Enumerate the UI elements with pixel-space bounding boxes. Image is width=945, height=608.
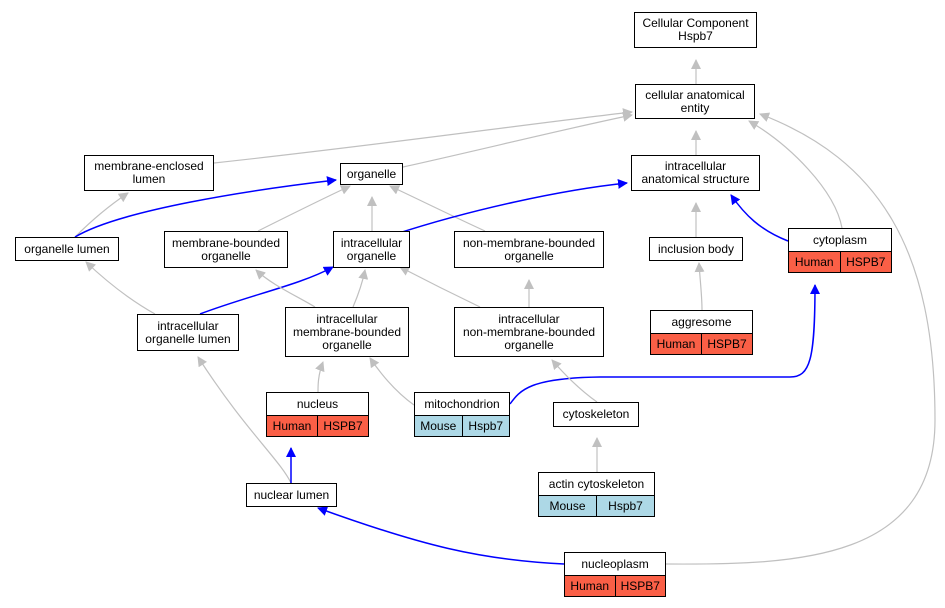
node-label: intracellular membrane-bounded organelle [292, 311, 402, 352]
annotation-row: Human HSPB7 [789, 251, 891, 272]
edge-imbo-to-mbo [255, 269, 316, 308]
node-label: intracellular non-membrane-bounded organ… [462, 311, 596, 352]
edge-nucleoplasm-to-nuclumen [317, 506, 565, 565]
node-cellular-anatomical-entity[interactable]: cellular anatomical entity [635, 84, 755, 119]
node-label: organelle lumen [24, 241, 110, 256]
node-label: membrane-bounded organelle [171, 235, 281, 263]
edge-nuclumen-to-iol [197, 356, 292, 484]
node-label: aggresome [671, 314, 732, 329]
species-cell: Human [656, 336, 696, 351]
edge-nucleus-to-imbo [315, 361, 325, 393]
gene-cell: Hspb7 [461, 416, 510, 436]
edge-orglumen-to-organelle [74, 176, 337, 238]
node-intracellular-non-membrane-bounded-organelle[interactable]: intracellular non-membrane-bounded organ… [454, 307, 604, 357]
edge-mito-to-cytoplasm [509, 284, 820, 405]
node-label: cytoskeleton [562, 407, 630, 421]
edge-cytoplasm-to-cae [748, 120, 843, 229]
node-label: intracellular organelle [340, 235, 403, 263]
node-nucleoplasm[interactable]: nucleoplasm Human HSPB7 [564, 552, 666, 597]
gene-cell: HSPB7 [614, 576, 666, 596]
node-mitochondrion[interactable]: mitochondrion Mouse Hspb7 [414, 392, 510, 437]
annotation-row: Mouse Hspb7 [539, 495, 654, 516]
node-intracellular-anatomical-structure[interactable]: intracellular anatomical structure [631, 155, 760, 191]
node-cytoskeleton[interactable]: cytoskeleton [553, 402, 639, 427]
node-membrane-bounded-organelle[interactable]: membrane-bounded organelle [164, 231, 288, 268]
node-label: intracellular organelle lumen [145, 318, 231, 346]
node-label: nuclear lumen [253, 487, 330, 502]
node-actin-cytoskeleton[interactable]: actin cytoskeleton Mouse Hspb7 [538, 472, 655, 517]
node-label: inclusion body [657, 241, 735, 256]
gene-cell: HSPB7 [317, 416, 368, 436]
edge-inmbo-to-io [399, 266, 481, 308]
node-label: nucleus [296, 396, 339, 411]
node-nuclear-lumen[interactable]: nuclear lumen [246, 483, 337, 507]
node-label: Cellular Component Hspb7 [642, 16, 749, 43]
edge-mel-to-cae [213, 108, 633, 164]
edge-cytoplasm-to-ias [730, 194, 789, 242]
node-inclusion-body[interactable]: inclusion body [649, 237, 743, 261]
gene-cell: HSPB7 [839, 252, 892, 272]
edge-iol-to-io [199, 266, 334, 315]
annotation-row: Mouse Hspb7 [415, 415, 509, 436]
node-label: membrane-enclosed lumen [94, 159, 204, 186]
node-label: non-membrane-bounded organelle [462, 235, 596, 263]
edge-orglumen-to-mel [74, 192, 129, 238]
annotation-row: Human HSPB7 [267, 415, 368, 436]
edge-mbo-to-organelle [257, 185, 351, 232]
annotation-row: Human HSPB7 [651, 333, 752, 354]
node-membrane-enclosed-lumen[interactable]: membrane-enclosed lumen [84, 155, 214, 191]
gene-cell: HSPB7 [701, 334, 752, 354]
edge-aggresome-to-incl [694, 262, 705, 311]
edge-organelle-to-cae [402, 111, 633, 168]
species-cell: Human [570, 578, 610, 593]
annotation-row: Human HSPB7 [565, 575, 665, 596]
species-cell: Human [794, 254, 834, 269]
edge-nmbo-to-organelle [389, 185, 486, 232]
node-label: cellular anatomical entity [645, 87, 745, 115]
node-label: cytoplasm [812, 232, 868, 247]
node-label: organelle [346, 166, 397, 181]
edge-imbo-to-io [352, 269, 369, 308]
node-nucleus[interactable]: nucleus Human HSPB7 [266, 392, 369, 437]
gene-cell: Hspb7 [596, 496, 654, 516]
node-cytoplasm[interactable]: cytoplasm Human HSPB7 [788, 228, 892, 273]
node-label: mitochondrion [424, 396, 500, 411]
species-cell: Mouse [549, 498, 586, 513]
node-organelle-lumen[interactable]: organelle lumen [15, 237, 119, 261]
edge-mito-to-imbo [369, 357, 415, 406]
node-non-membrane-bounded-organelle[interactable]: non-membrane-bounded organelle [454, 231, 604, 268]
edge-layer [74, 59, 936, 565]
node-intracellular-organelle[interactable]: intracellular organelle [333, 231, 410, 268]
node-label: intracellular anatomical structure [641, 159, 750, 186]
edge-nucleoplasm-to-cae [665, 112, 936, 565]
node-cellular-component[interactable]: Cellular Component Hspb7 [634, 12, 757, 48]
node-intracellular-organelle-lumen[interactable]: intracellular organelle lumen [137, 314, 239, 351]
node-label: nucleoplasm [581, 556, 649, 571]
edge-io-to-ias [395, 178, 628, 235]
node-organelle[interactable]: organelle [340, 163, 403, 185]
species-cell: Human [272, 418, 312, 433]
node-label: actin cytoskeleton [548, 476, 645, 491]
node-aggresome[interactable]: aggresome Human HSPB7 [650, 310, 753, 355]
species-cell: Mouse [420, 418, 457, 433]
node-intracellular-membrane-bounded-organelle[interactable]: intracellular membrane-bounded organelle [285, 307, 409, 357]
edge-cytoskeleton-to-inmbo [551, 359, 598, 403]
edge-iol-to-orglumen [85, 261, 156, 315]
